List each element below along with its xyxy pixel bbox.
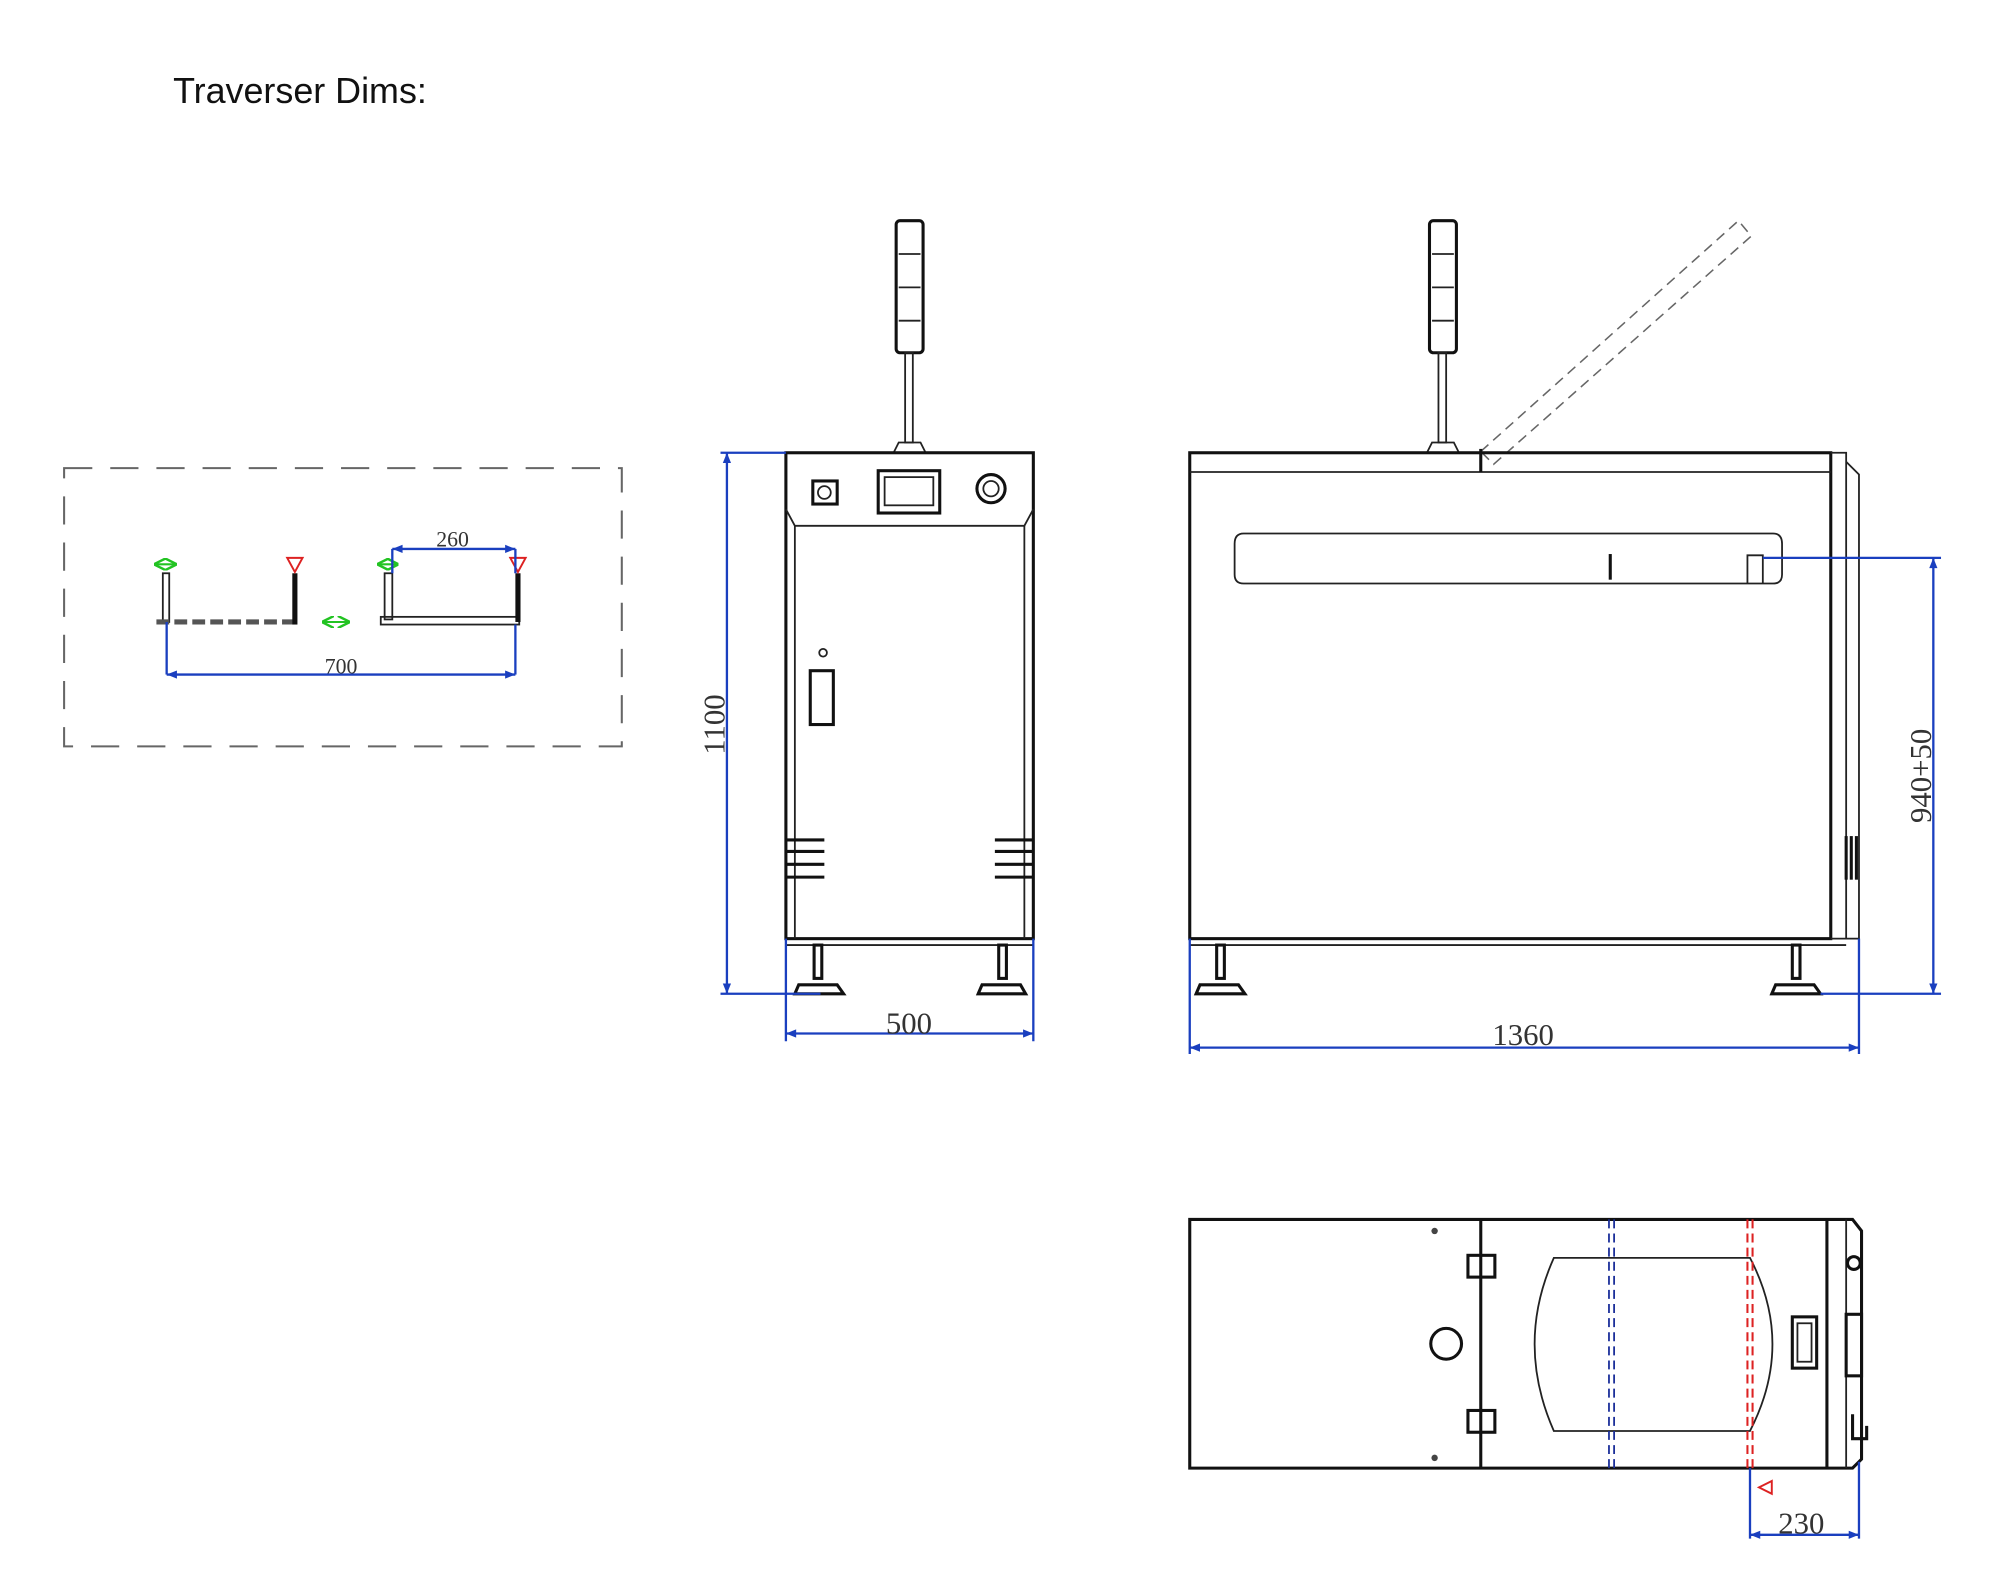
left-fixed-post <box>161 572 171 623</box>
right-fixed-post <box>383 572 394 621</box>
dimension-label-1100: 1100 <box>697 694 731 754</box>
door-handle <box>808 669 835 727</box>
dimension-label-940-50: 940+50 <box>1904 729 1938 823</box>
sensor-marker-icon <box>1756 1479 1773 1496</box>
lid-open-outline <box>1479 219 1753 466</box>
main-switch-icon <box>811 479 839 506</box>
board-window <box>1533 1256 1774 1432</box>
dimension-label-260: 260 <box>436 527 469 551</box>
dimension-label-700: 700 <box>325 654 358 678</box>
vent-left <box>785 838 825 879</box>
side-view: 940+50 1360 <box>1188 219 1942 1055</box>
top-outline <box>1188 1217 1864 1470</box>
conveyor-slot <box>1233 532 1783 585</box>
left-sensor-post <box>292 573 298 625</box>
sensor-marker-icon <box>285 556 305 574</box>
tower-pole <box>904 351 914 444</box>
front-view: 1100 500 <box>697 219 1035 1042</box>
right-sensor-post <box>515 573 521 622</box>
page-title: Traverser Dims: <box>173 71 427 111</box>
sensor-marker-icon <box>508 556 528 574</box>
leveling-foot <box>1193 943 1248 996</box>
front-cabinet <box>784 451 1035 941</box>
side-cabinet <box>1188 451 1833 941</box>
lock-icon <box>818 648 828 658</box>
vent-right <box>994 838 1034 879</box>
dimension-label-500: 500 <box>886 1007 932 1041</box>
leveling-foot <box>792 943 847 996</box>
top-view: 230 <box>1188 1217 1869 1541</box>
leveling-foot <box>975 943 1029 996</box>
touchscreen <box>876 469 942 515</box>
schematic-view: 260 700 <box>63 467 623 748</box>
cable-port-icon <box>1429 1326 1464 1361</box>
right-base <box>379 615 521 626</box>
hinge-icon <box>1466 1253 1497 1279</box>
emergency-stop-icon <box>975 473 1007 505</box>
dimension-label-230: 230 <box>1778 1507 1824 1541</box>
leveling-foot <box>1769 943 1824 996</box>
dimension-label-1360: 1360 <box>1492 1018 1554 1052</box>
hinge-icon <box>1466 1408 1497 1434</box>
schematic-boundary <box>63 467 623 748</box>
